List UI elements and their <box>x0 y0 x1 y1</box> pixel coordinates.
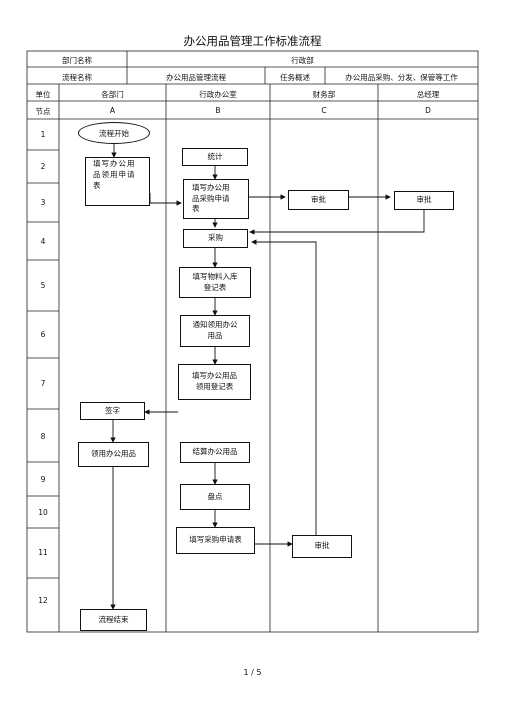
receive-label: 领用办公用品 <box>91 449 136 459</box>
finance-approve2-box: 审批 <box>292 535 352 558</box>
purchase-box: 采购 <box>183 229 248 248</box>
process-value: 办公用品管理流程 <box>166 73 226 82</box>
unit-col-b: 行政办公室 <box>199 90 237 99</box>
purchase-request2-box: 填写采购申请表 <box>176 527 255 554</box>
settle-label: 结算办公用品 <box>192 447 238 457</box>
letter-a: A <box>109 106 116 115</box>
end-box: 流程结束 <box>80 609 147 631</box>
row-number: 9 <box>40 475 46 484</box>
sign-box: 签字 <box>80 402 145 420</box>
unit-col-d: 总经理 <box>416 90 440 99</box>
row-number: 10 <box>38 508 48 517</box>
row-number: 6 <box>40 330 46 339</box>
start-node-label: 流程开始 <box>99 128 129 138</box>
unit-col-a: 各部门 <box>101 90 124 99</box>
stock-in-box: 填写物料入库 登记表 <box>179 267 251 298</box>
apply-form-line: 品领用申请 <box>93 169 136 179</box>
register-line: 领用登记表 <box>195 382 234 391</box>
page-title: 办公用品管理工作标准流程 <box>183 34 322 48</box>
page-number: 1 / 5 <box>243 668 262 677</box>
letter-c: C <box>321 106 327 115</box>
inventory-label: 盘点 <box>207 491 223 501</box>
purchase-request-line: 品采购申请 <box>192 193 230 203</box>
row-number: 11 <box>38 548 48 557</box>
purchase-label: 采购 <box>208 233 223 243</box>
dept-label: 部门名称 <box>62 56 92 65</box>
end-label: 流程结束 <box>98 614 129 624</box>
row-number: 1 <box>40 130 46 139</box>
purchase-request-box: 填写办公用 品采购申请 表 <box>183 179 249 219</box>
row-number: 7 <box>40 379 46 388</box>
unit-col-c: 财务部 <box>312 90 336 99</box>
inventory-box: 盘点 <box>180 484 250 510</box>
stock-in-line: 填写物料入库 <box>192 271 238 281</box>
dept-value: 行政部 <box>291 56 314 65</box>
task-value: 办公用品采购、分发、保管等工作 <box>345 73 458 82</box>
notify-box: 通知领用办公 用品 <box>180 315 250 347</box>
row-number: 8 <box>40 432 46 441</box>
purchase-request2-label: 填写采购申请表 <box>189 535 242 545</box>
register-line: 填写办公用品 <box>192 371 237 381</box>
node-label: 节点 <box>35 107 51 116</box>
stats-box: 统计 <box>182 148 248 166</box>
stock-in-line: 登记表 <box>203 282 227 292</box>
finance-approve-box: 审批 <box>288 190 349 210</box>
row-number: 3 <box>40 198 46 207</box>
notify-line: 通知领用办公 <box>192 320 238 330</box>
stats-label: 统计 <box>207 151 223 161</box>
row-number: 2 <box>40 162 46 171</box>
start-node: 流程开始 <box>78 122 150 144</box>
row-number: 4 <box>40 237 46 246</box>
purchase-request-line: 填写办公用 <box>192 182 230 192</box>
sign-label: 签字 <box>105 405 120 415</box>
settle-box: 结算办公用品 <box>180 442 250 463</box>
register-box: 填写办公用品 领用登记表 <box>178 364 251 400</box>
purchase-request-line: 表 <box>192 204 200 214</box>
apply-form-line: 填写办公用 <box>93 159 136 168</box>
letter-d: D <box>425 106 431 115</box>
notify-line: 用品 <box>207 331 223 340</box>
letter-b: B <box>215 106 221 115</box>
process-label: 流程名称 <box>62 73 92 82</box>
gm-approve-label: 审批 <box>416 195 432 205</box>
row-number: 5 <box>40 281 46 290</box>
receive-box: 领用办公用品 <box>78 442 149 467</box>
row-number: 12 <box>38 596 48 605</box>
finance-approve-label: 审批 <box>311 194 326 204</box>
task-label: 任务概述 <box>280 73 310 82</box>
gm-approve-box: 审批 <box>394 191 454 210</box>
unit-label: 单位 <box>35 90 51 99</box>
apply-form-box: 填写办公用 品领用申请 表 <box>85 157 150 206</box>
apply-form-line: 表 <box>93 180 102 190</box>
finance-approve2-label: 审批 <box>314 541 330 551</box>
